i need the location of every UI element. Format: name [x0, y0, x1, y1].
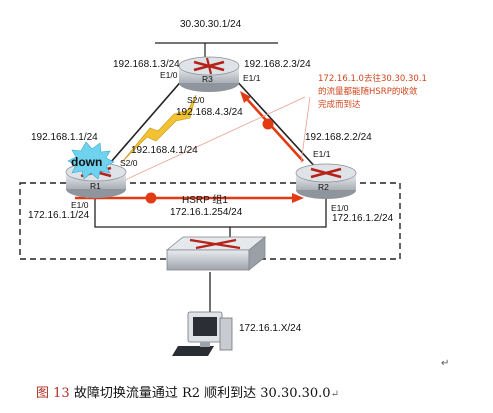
- traffic-dot-1: [145, 192, 157, 204]
- router-r3: R3: [178, 56, 240, 92]
- caption-mark: ↵: [330, 389, 339, 400]
- r2-ip-lan: 172.16.1.2/24: [332, 213, 394, 224]
- caption-number: 图 13: [36, 386, 70, 401]
- top-network-label: 30.30.30.1/24: [180, 19, 242, 30]
- router-r2: R2: [295, 163, 357, 199]
- r2-if-lan: E1/0: [331, 203, 349, 213]
- svg-text:R2: R2: [318, 182, 329, 192]
- r2-if-up: E1/1: [313, 149, 331, 159]
- svg-text:R1: R1: [90, 181, 101, 191]
- traffic-arrow-diagonal: [245, 97, 304, 162]
- r1-ip-up: 192.168.1.1/24: [31, 132, 98, 143]
- r1-if-serial: S2/0: [120, 158, 138, 168]
- r1-ip-lan: 172.16.1.1/24: [28, 210, 90, 221]
- note-pointer-2: [300, 96, 311, 164]
- svg-text:R3: R3: [202, 74, 213, 84]
- caption-text: 故障切换流量通过 R2 顺利到达 30.30.30.0: [73, 386, 331, 401]
- pc-computer: [172, 311, 233, 356]
- note-line-3: 完成而到达: [318, 99, 361, 110]
- traffic-arrowhead-up: [240, 91, 251, 103]
- traffic-dot-2: [262, 118, 274, 130]
- r3-if-right: E1/1: [243, 73, 261, 83]
- r3-ip-right: 192.168.2.3/24: [244, 59, 311, 70]
- figure-caption: 图 13 故障切换流量通过 R2 顺利到达 30.30.30.0↵: [36, 382, 339, 401]
- down-status-burst: down: [67, 141, 115, 180]
- switch: [165, 236, 267, 271]
- note-line-2: 的流量都能随HSRP的收敛: [318, 86, 418, 97]
- r1-lan-link: [94, 195, 231, 243]
- svg-text:down: down: [71, 155, 102, 169]
- r3-if-left: E1/0: [160, 70, 178, 80]
- note-line-1: 172.16.1.0去往30.30.30.1: [318, 73, 427, 84]
- link-r3-r2: [233, 77, 319, 171]
- serial-link-lightning: [121, 94, 197, 163]
- r3-if-serial: S2/0: [187, 95, 205, 105]
- r1-ip-serial: 192.168.4.1/24: [131, 145, 198, 156]
- r3-ip-serial: 192.168.4.3/24: [176, 107, 243, 118]
- r1-if-lan: E1/0: [71, 200, 89, 210]
- return-mark: ↵: [441, 358, 449, 369]
- r3-ip-left: 192.168.1.3/24: [113, 59, 180, 70]
- link-r3-r1: [103, 77, 185, 171]
- pc-ip-label: 172.16.1.X/24: [239, 323, 302, 334]
- r2-ip-up: 192.168.2.2/24: [305, 132, 372, 143]
- hsrp-group-label: HSRP 组1: [182, 193, 228, 206]
- hsrp-virtual-ip: 172.16.1.254/24: [170, 207, 243, 218]
- traffic-arrowhead-right: [292, 193, 304, 203]
- r2-lan-link: [230, 197, 327, 228]
